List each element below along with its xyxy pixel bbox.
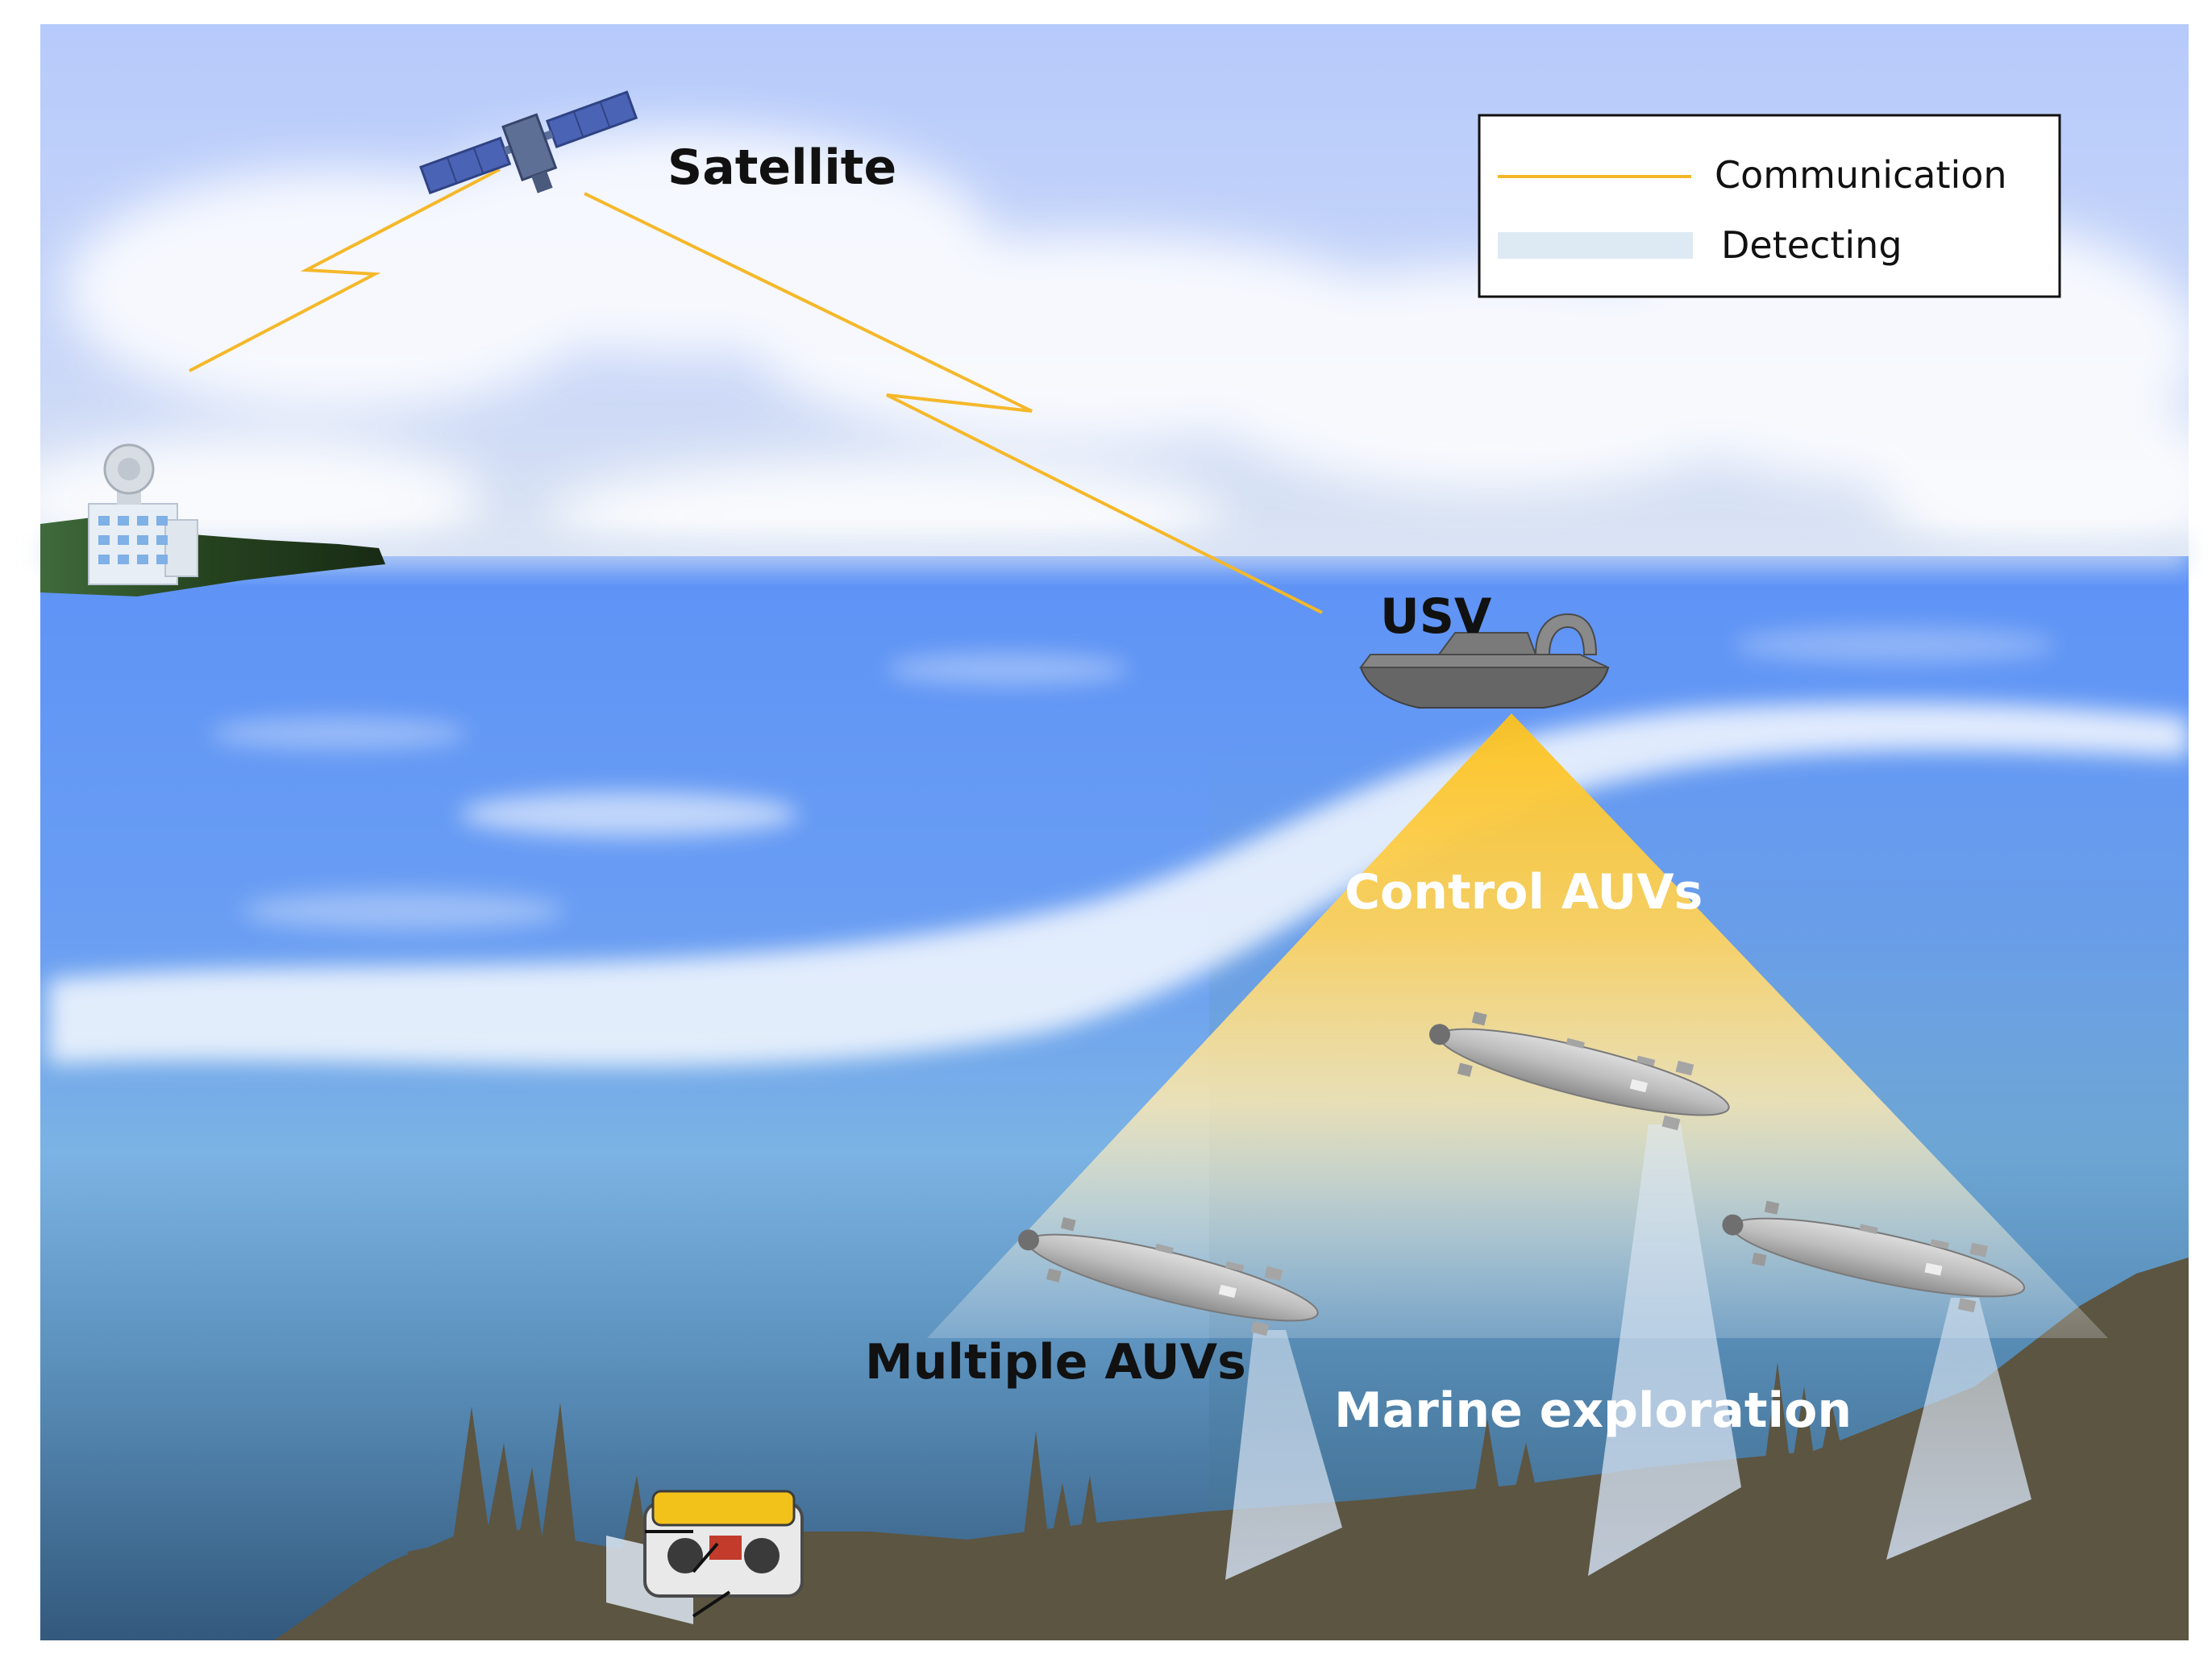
- satellite-icon: [419, 90, 638, 195]
- legend-communication-label: Communication: [1715, 153, 2007, 197]
- auv-2: [1017, 1216, 1319, 1336]
- rov-icon: [606, 1490, 804, 1624]
- multiple-auvs-label: Multiple AUVs: [865, 1334, 1246, 1390]
- ground-station-island: [40, 443, 385, 596]
- usv-label: USV: [1380, 588, 1492, 645]
- satellite-label: Satellite: [667, 139, 896, 196]
- auv-1: [1428, 1011, 1730, 1131]
- detecting-beam-2: [1588, 1124, 1741, 1576]
- detecting-beam-1: [1225, 1330, 1342, 1580]
- control-cone: [927, 713, 2108, 1338]
- satellite-dish-icon: [103, 443, 155, 505]
- usv-icon: [1359, 613, 1610, 709]
- communication-links: [189, 168, 1323, 614]
- link-satellite-usv: [584, 192, 1323, 614]
- legend-detecting-swatch: [1498, 232, 1693, 259]
- control-auvs-label: Control AUVs: [1345, 864, 1703, 921]
- legend-detecting-label: Detecting: [1721, 223, 1902, 267]
- marine-exploration-label: Marine exploration: [1334, 1382, 1852, 1439]
- auv-3: [1722, 1200, 2026, 1313]
- water-streaks: [48, 627, 2189, 1067]
- detecting-beam-3: [1886, 1298, 2031, 1560]
- legend: Communication Detecting: [1478, 114, 2061, 298]
- link-satellite-ground: [189, 168, 501, 372]
- legend-box: [1478, 114, 2061, 298]
- seabed-spires: [451, 1362, 1842, 1556]
- detecting-beams: [1225, 1124, 2031, 1580]
